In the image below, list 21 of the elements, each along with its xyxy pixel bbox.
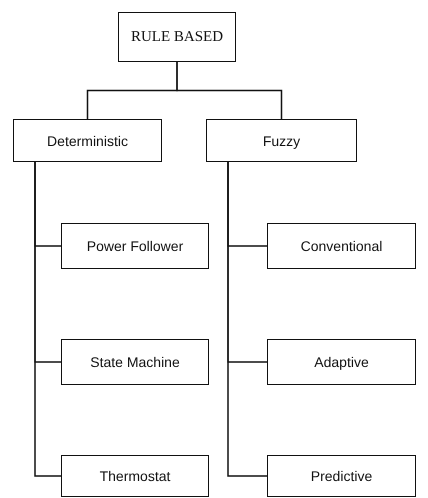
- category-box: [267, 455, 416, 497]
- connector-line: [34, 162, 61, 477]
- box-label: Thermostat: [100, 468, 170, 484]
- category-box: [267, 223, 416, 269]
- box-label: Power Follower: [86, 238, 184, 254]
- box-label: Predictive: [310, 468, 372, 484]
- connector-line: [227, 162, 267, 477]
- box-label: RULE BASED: [130, 28, 224, 46]
- category-box: [206, 119, 357, 162]
- root-box: [118, 12, 236, 62]
- box-label: Deterministic: [47, 132, 128, 148]
- category-box: [267, 339, 416, 385]
- category-box: [13, 119, 162, 162]
- box-label: Conventional: [300, 238, 382, 254]
- category-box: [61, 339, 209, 385]
- category-box: [61, 455, 209, 497]
- connector-line: [176, 62, 282, 119]
- box-label: State Machine: [90, 354, 180, 370]
- box-label: Adaptive: [314, 354, 369, 370]
- category-box: [61, 223, 209, 269]
- box-label: Fuzzy: [262, 132, 300, 148]
